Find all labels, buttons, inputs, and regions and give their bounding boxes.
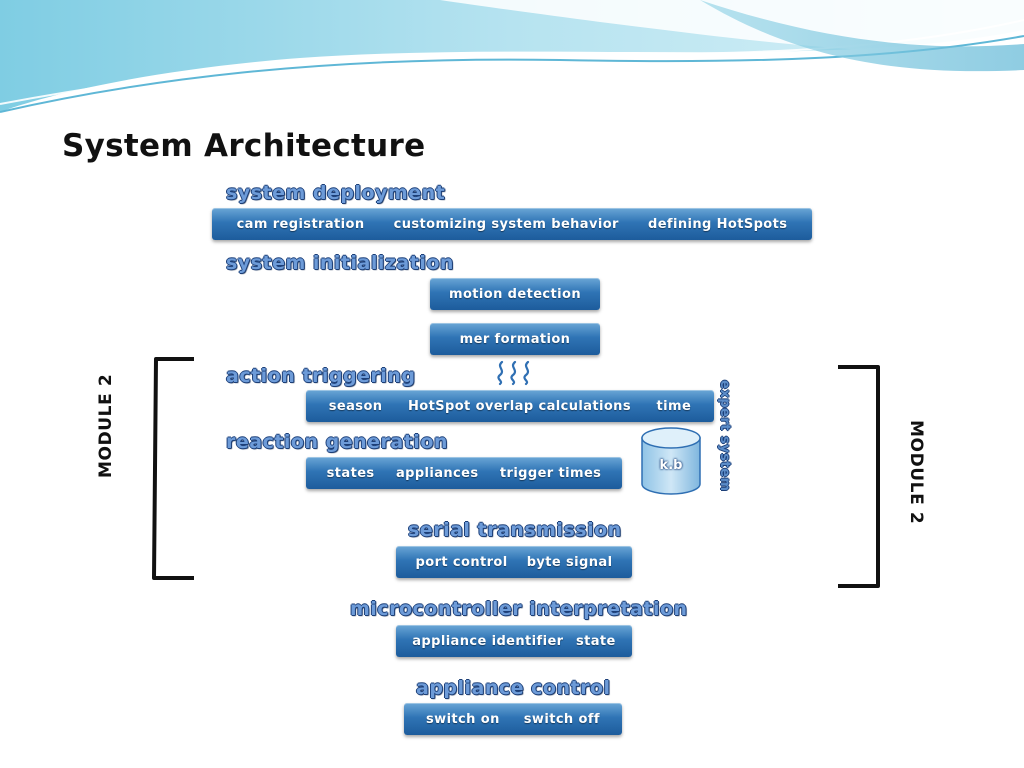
signal-squiggle-icon xyxy=(497,360,530,386)
stage-title-action-text: action triggering xyxy=(226,365,416,387)
action-item-1: HotSpot overlap calculations xyxy=(408,398,631,414)
action-item-2: time xyxy=(656,398,692,414)
serial-bar: port control byte signal xyxy=(396,546,632,578)
stage-title-initialization-text: system initialization xyxy=(226,252,454,274)
stage-title-micro: microcontroller interpretation xyxy=(350,598,688,620)
stage-title-action: action triggering xyxy=(226,365,415,387)
action-item-0: season xyxy=(328,398,383,414)
slide-title: System Architecture xyxy=(62,128,426,164)
control-item-1: switch off xyxy=(523,711,600,727)
motion-detection-label: motion detection xyxy=(449,286,581,302)
right-bracket xyxy=(838,365,880,588)
stage-title-control-text: appliance control xyxy=(416,677,611,699)
deployment-item-2: defining HotSpots xyxy=(647,216,788,232)
reaction-bar: states appliances trigger times xyxy=(306,457,622,489)
mer-formation-label: mer formation xyxy=(459,331,571,347)
serial-item-0: port control xyxy=(415,554,508,570)
serial-item-1: byte signal xyxy=(526,554,613,570)
micro-item-1: state xyxy=(575,633,616,649)
kb-label: k.b xyxy=(659,458,683,473)
stage-title-serial-text: serial transmission xyxy=(408,519,622,541)
reaction-item-2: trigger times xyxy=(499,465,602,481)
left-bracket xyxy=(152,357,194,580)
expert-system-label: expert system xyxy=(717,380,732,492)
control-bar: switch on switch off xyxy=(404,703,622,735)
motion-detection-box: motion detection xyxy=(430,278,600,310)
reaction-item-1: appliances xyxy=(395,465,479,481)
mer-formation-box: mer formation xyxy=(430,323,600,355)
expert-system-label-wrap: expert system xyxy=(717,380,742,500)
reaction-item-0: states xyxy=(326,465,375,481)
stage-title-reaction: reaction generation xyxy=(226,431,448,453)
knowledge-base-cylinder: k.b xyxy=(640,426,702,496)
module-right-label: MODULE 2 xyxy=(906,420,926,525)
stage-title-deployment: system deployment xyxy=(226,182,445,204)
deployment-item-1: customizing system behavior xyxy=(393,216,619,232)
database-icon xyxy=(641,427,701,495)
stage-title-deployment-text: system deployment xyxy=(226,182,446,204)
header-wave-decoration xyxy=(0,0,1024,113)
micro-bar: appliance identifier state xyxy=(396,625,632,657)
stage-title-initialization: system initialization xyxy=(226,252,454,274)
module-left-label: MODULE 2 xyxy=(96,373,116,478)
action-bar: season HotSpot overlap calculations time xyxy=(306,390,714,422)
control-item-0: switch on xyxy=(426,711,500,727)
stage-title-reaction-text: reaction generation xyxy=(226,431,448,453)
stage-title-micro-text: microcontroller interpretation xyxy=(350,598,688,620)
deployment-item-0: cam registration xyxy=(236,216,365,232)
micro-item-0: appliance identifier xyxy=(412,633,564,649)
stage-title-control: appliance control xyxy=(416,677,611,699)
stage-title-serial: serial transmission xyxy=(408,519,622,541)
deployment-bar: cam registration customizing system beha… xyxy=(212,208,812,240)
